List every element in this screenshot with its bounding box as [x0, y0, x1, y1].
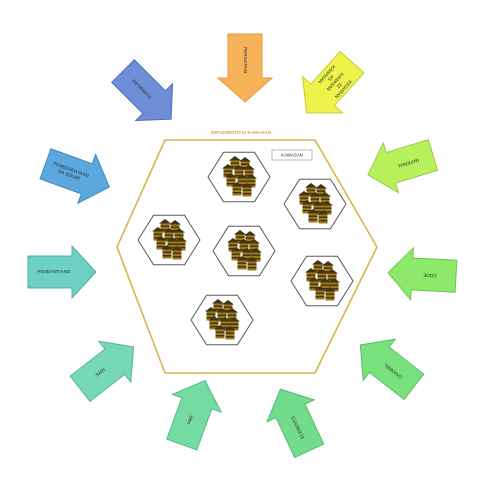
- arrow-shape: [387, 246, 458, 302]
- arrow-ring: PERSIAPAN KEGIATANZZKAWASANASKAWASAN MATER…: [27, 33, 458, 459]
- center-title: IMPLEMENTASI KAWASAN: [211, 130, 272, 136]
- arrow-label: PERSIAPAN: [243, 47, 248, 73]
- arrow-label: PAR: [187, 414, 195, 425]
- arrow-shape: [39, 148, 110, 205]
- cluster-mid-left: [137, 214, 201, 266]
- village-clusters: [137, 151, 354, 346]
- arrow-shape: [266, 388, 325, 459]
- arrow-top-right: KEGIATANZZKAWASANASKAWASAN: [301, 50, 365, 114]
- arrow-shape: [69, 340, 135, 403]
- arrow-label: CODE: [423, 272, 437, 278]
- cluster-top-right: [283, 178, 347, 230]
- arrow-top-left: INFORMASI: [111, 59, 174, 122]
- arrow-label: MATERIAL: [396, 157, 420, 169]
- arrow-shape: [27, 244, 97, 300]
- arrow-shape: [216, 33, 274, 103]
- center-tag: KAWASAN: [271, 149, 313, 161]
- arrow-bottom-right: CHANNEL: [359, 338, 425, 401]
- arrow-label: SARI: [95, 367, 107, 378]
- arrow-top: PERSIAPAN: [216, 33, 274, 103]
- arrow-label: PENDANTIANG: [37, 269, 71, 274]
- arrow-left-lower: PENDANTIANG: [27, 244, 97, 300]
- arrow-shape: [301, 50, 365, 114]
- arrow-bottom-mid-l: PAR: [166, 380, 223, 451]
- arrow-shape: [166, 380, 223, 451]
- arrow-left-upper: PEMBERDAYAANDA SEKAR: [39, 148, 110, 205]
- arrow-right-lower: CODE: [387, 246, 458, 302]
- center-tag-label: KAWASAN: [281, 153, 303, 158]
- arrow-shape: [367, 139, 439, 194]
- cluster-top-mid: [207, 151, 271, 203]
- arrow-right-upper: MATERIAL: [367, 139, 439, 194]
- arrow-bottom-mid-r: ELEMENTS: [266, 388, 325, 459]
- arrow-bottom-left: SARI: [69, 340, 135, 403]
- cluster-center: [212, 225, 276, 277]
- cluster-bottom: [190, 294, 254, 346]
- arrow-shape: [111, 59, 174, 122]
- arrow-shape: [359, 338, 425, 401]
- cluster-mid-right: [290, 255, 354, 307]
